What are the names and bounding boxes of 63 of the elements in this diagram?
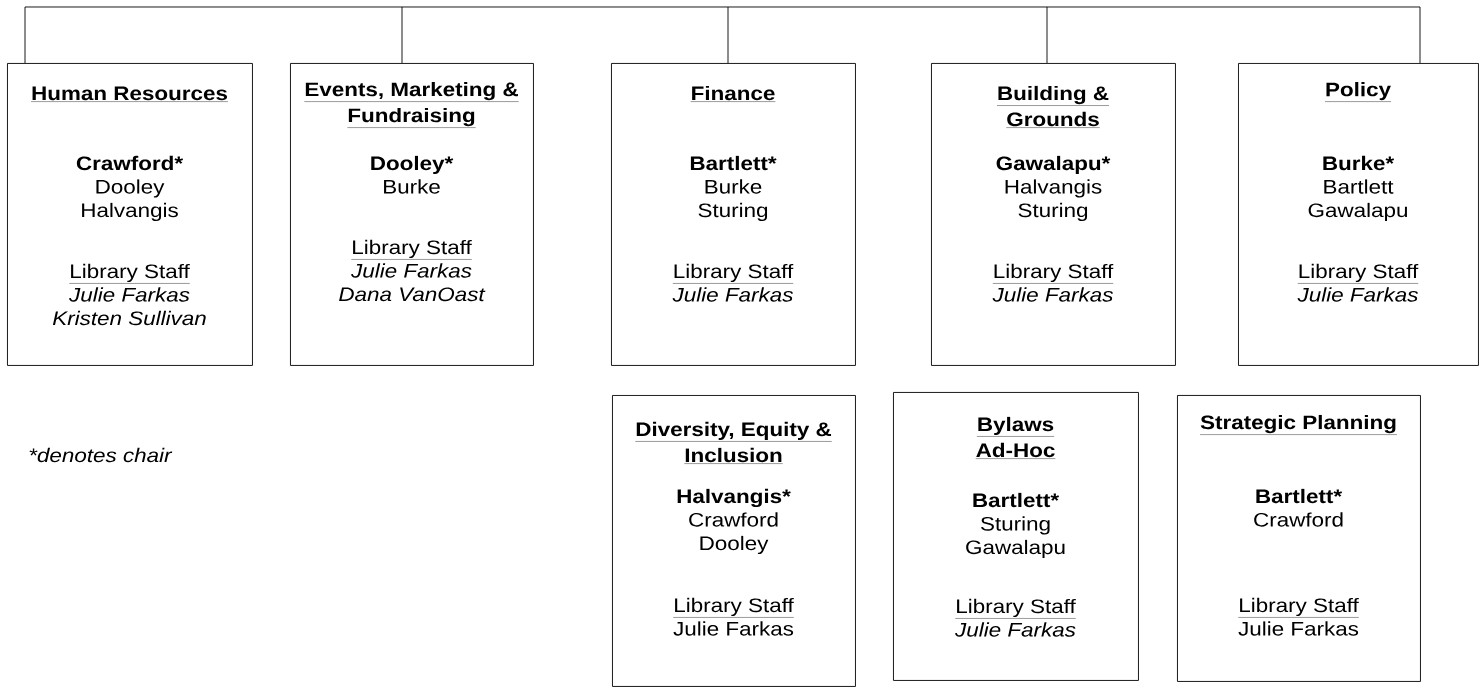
chair-name: Dooley*: [371, 155, 454, 175]
committee-box: [893, 392, 1139, 681]
member-name: Sturing: [981, 516, 1050, 535]
chair-name: Bartlett*: [1256, 488, 1343, 504]
connector-line: [1046, 6, 1048, 64]
staff-name: Julie Farkas: [351, 263, 472, 278]
committee-title: Policy: [1324, 82, 1392, 102]
staff-name: Julie Farkas: [672, 287, 793, 302]
member-name: Burke: [705, 179, 762, 194]
committee-box: [611, 63, 856, 366]
committee-box: [7, 63, 253, 366]
chair-name: Burke*: [1323, 155, 1395, 171]
connector-line: [727, 6, 729, 64]
member-name: Halvangis: [1005, 179, 1102, 198]
member-name: Halvangis: [82, 202, 178, 222]
staff-name: Julie Farkas: [69, 287, 190, 302]
member-name: Gawalapu: [966, 539, 1065, 559]
member-name: Dooley: [700, 535, 769, 555]
staff-heading: Library Staff: [992, 263, 1114, 284]
member-name: Crawford: [689, 512, 778, 527]
committee-box: [931, 63, 1176, 366]
committee-title: Finance: [690, 85, 776, 102]
staff-heading: Library Staff: [1238, 597, 1359, 618]
staff-heading: Library Staff: [1297, 263, 1419, 284]
connector-line: [401, 6, 403, 64]
committee-box: [612, 395, 856, 687]
member-name: Bartlett: [1324, 179, 1394, 194]
staff-name: Julie Farkas: [955, 622, 1076, 637]
staff-heading: Library Staff: [672, 263, 794, 284]
committee-title: Diversity, Equity & Inclusion: [635, 421, 832, 464]
staff-name: Julie Farkas: [1297, 287, 1418, 302]
staff-heading: Library Staff: [351, 239, 472, 260]
member-name: Sturing: [698, 202, 768, 222]
staff-name: Kristen Sullivan: [52, 310, 206, 326]
chair-name: Gawalapu*: [996, 155, 1111, 175]
staff-name: Julie Farkas: [1238, 621, 1359, 636]
committee-title: Building & Grounds: [996, 85, 1110, 128]
committee-box: [1177, 395, 1421, 682]
committee-box: [1238, 63, 1479, 366]
committee-title: Strategic Planning: [1199, 414, 1398, 435]
committee-title: Events, Marketing & Fundraising: [304, 81, 519, 128]
chair-name: Halvangis*: [677, 488, 791, 508]
staff-heading: Library Staff: [69, 263, 190, 284]
staff-name: Julie Farkas: [992, 287, 1113, 302]
staff-heading: Library Staff: [955, 598, 1076, 619]
chair-name: Bartlett*: [690, 155, 777, 171]
connector-line: [24, 6, 26, 64]
member-name: Gawalapu: [1308, 202, 1407, 222]
committee-title: Human Resources: [30, 86, 229, 102]
member-name: Dooley: [96, 179, 165, 198]
connector-line: [1419, 6, 1421, 64]
staff-heading: Library Staff: [673, 597, 794, 618]
member-name: Burke: [384, 179, 440, 194]
member-name: Sturing: [1018, 202, 1088, 222]
chair-name: Crawford*: [76, 155, 184, 171]
connector-line: [24, 6, 1421, 8]
committee-title: Bylaws Ad-Hoc: [975, 416, 1056, 459]
member-name: Crawford: [1254, 512, 1343, 527]
chair-name: Bartlett*: [973, 492, 1060, 508]
committee-box: [290, 63, 534, 366]
note: *denotes chair: [29, 447, 173, 463]
staff-name: Julie Farkas: [673, 621, 794, 636]
staff-name: Dana VanOast: [339, 287, 486, 302]
